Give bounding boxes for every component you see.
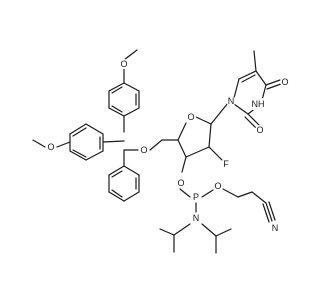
atom-label-nh: NH — [250, 98, 267, 110]
atom-o-c4: O — [281, 77, 288, 87]
atom-label-o-top: O — [119, 59, 129, 69]
thymine-ring — [233, 70, 267, 115]
top-methoxyphenyl-ring — [108, 82, 140, 117]
o-ch2-chain-bond — [222, 188, 239, 198]
atom-n-nitrile: N — [272, 223, 279, 233]
atom-o-top: O — [120, 59, 127, 69]
o-p-bond — [179, 188, 191, 198]
atom-n1: N — [228, 96, 235, 106]
atom-label-o-c2: O — [255, 125, 265, 135]
c3-o-bond — [181, 156, 187, 173]
c1-n1-bond — [210, 102, 229, 125]
atom-label-f: F — [221, 159, 231, 169]
c4-o-bond-a — [265, 79, 281, 86]
atom-label-n1: N — [226, 96, 236, 106]
left-ring-quat-bond — [102, 140, 125, 143]
atom-p: P — [193, 192, 199, 202]
furanose-ring — [177, 116, 212, 158]
nitrile-bond-b — [268, 201, 276, 221]
atom-label-n-cn: N — [270, 223, 280, 233]
atom-label-o-p: O — [213, 181, 223, 191]
bottom-phenyl-ring — [108, 165, 140, 202]
nitrile-bond-c — [262, 203, 270, 223]
atom-label-o-ring: O — [186, 112, 196, 122]
left-o-aryl-bond — [56, 141, 71, 148]
n-ipr-right-bond — [201, 223, 217, 237]
atom-o-p: O — [214, 181, 221, 191]
atom-label-o-3: O — [176, 178, 186, 188]
atom-label-o-trityl: O — [139, 145, 149, 155]
atom-nh: NH — [252, 99, 265, 109]
c2-o-bond-b — [244, 116, 257, 129]
atom-o-3prime: O — [177, 178, 184, 188]
atom-label-p: P — [191, 192, 201, 202]
n-ipr-left-bond — [173, 223, 191, 236]
chain-bond-2 — [237, 191, 253, 198]
top-o-methyl-bond — [123, 49, 138, 61]
atom-f: F — [223, 159, 229, 169]
c2-f-bond — [208, 146, 223, 161]
ipr-left-me1 — [159, 228, 175, 236]
atom-o-left: O — [47, 142, 54, 152]
c4-o-bond-b — [266, 83, 282, 90]
atom-label-o-c4: O — [280, 77, 290, 87]
o-ch2-bond — [149, 139, 163, 151]
molecule-diagram: O O O O N NH O O F O P O — [32, 49, 290, 254]
atom-label-o-left: O — [46, 142, 56, 152]
atom-n-p: N — [193, 213, 200, 223]
left-o-methyl-bond — [32, 139, 46, 148]
ipr-right-me1 — [215, 228, 232, 237]
c2-o-bond-a — [247, 113, 260, 126]
atom-o-c2: O — [256, 125, 263, 135]
atom-o-trityl: O — [140, 145, 147, 155]
methyl-bond — [253, 50, 257, 72]
left-methoxyphenyl-ring — [69, 123, 104, 161]
atom-label-n-p: N — [191, 213, 201, 223]
atom-o-ring: O — [187, 112, 194, 122]
nitrile-bond-a — [265, 202, 273, 222]
p-o-bond — [201, 189, 214, 198]
chain-bond-3 — [251, 191, 267, 204]
structure-drawing: O O O O N NH O O F O P O — [32, 49, 290, 254]
